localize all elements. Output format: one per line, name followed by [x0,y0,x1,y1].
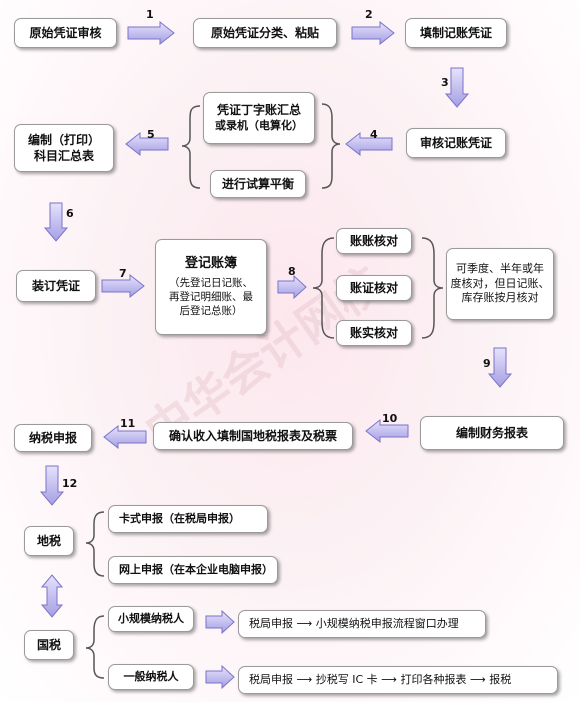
note-line-2: 度核对，但日记账、 [450,276,550,290]
compile-summary-line-1: 编制（打印） [27,132,100,147]
brace-national-icon [85,615,105,679]
step-number-5: 5 [147,128,155,141]
brace-right-icon [321,103,341,189]
confirm-income-box: 确认收入填制国地税报表及税票 [153,422,353,450]
small-taxpayer-flow-box: 税局申报 ⟶ 小规模纳税申报流程窗口办理 [238,610,486,638]
check-vouchers-box: 账证核对 [336,275,412,301]
brace-check-right-icon [421,237,444,339]
step-number-4: 4 [370,128,378,141]
note-line-1: 可季度、半年或年 [456,261,544,275]
step-number-2: 2 [365,8,373,21]
arrow-10-icon [365,418,409,444]
step-number-3: 3 [441,76,449,89]
register-title: 登记账簿 [184,256,237,272]
arrow-2-icon [351,20,395,46]
arrow-small-icon [205,609,235,635]
review-voucher-box: 审核记账凭证 [406,128,506,158]
step-number-7: 7 [119,267,127,280]
t-account-line-2: 或录机（电算化） [215,118,303,132]
arrow-general-icon [205,664,235,690]
register-line-1: （先登记日记账、 [169,277,253,290]
tax-filing-box: 纳税申报 [14,424,92,452]
compile-summary-box: 编制（打印） 科目汇总表 [14,124,114,172]
check-assets-box: 账实核对 [336,320,412,346]
general-taxpayer-flow-box: 税局申报 ⟶ 抄税写 IC 卡 ⟶ 打印各种报表 ⟶ 报税 [238,666,558,694]
local-tax-box: 地税 [24,526,74,556]
compile-summary-line-2: 科目汇总表 [33,149,94,163]
register-line-2: 再登记明细账、最 [169,291,253,304]
step-number-9: 9 [483,357,491,370]
check-books-box: 账账核对 [336,228,412,254]
arrow-12-icon [39,465,65,506]
general-taxpayer-box: 一般纳税人 [108,664,194,690]
online-filing-box: 网上申报（在本企业电脑申报） [108,556,278,584]
step-number-10: 10 [382,412,398,425]
step-number-8: 8 [288,265,296,278]
t-account-line-1: 凭证丁字账汇总 [216,103,301,118]
step-number-12: 12 [62,477,78,490]
voucher-sort-paste-box: 原始凭证分类、粘贴 [193,18,337,48]
brace-local-icon [85,511,105,577]
arrow-8-icon [277,274,307,300]
arrow-3-icon [444,67,470,108]
register-line-3: 后登记总账） [179,305,243,318]
arrow-6-icon [43,202,69,242]
card-filing-box: 卡式申报（在税局申报） [108,505,268,533]
compile-reports-box: 编制财务报表 [420,416,564,450]
step-number-6: 6 [66,207,74,220]
check-frequency-note-box: 可季度、半年或年 度核对，但日记账、 库存账按月核对 [446,248,554,320]
arrow-7-icon [101,273,145,299]
arrow-1-icon [127,20,175,46]
register-books-box: 登记账簿 （先登记日记账、 再登记明细账、最 后登记总账） [155,239,267,335]
step-number-11: 11 [120,417,136,430]
original-voucher-review-box: 原始凭证审核 [14,18,117,48]
brace-left-icon [181,105,201,189]
note-line-3: 库存账按月核对 [461,291,539,305]
fill-voucher-box: 填制记账凭证 [405,18,507,48]
arrow-11-icon [103,424,147,450]
bind-vouchers-box: 装订凭证 [16,270,96,302]
trial-balance-box: 进行试算平衡 [210,170,306,198]
t-account-summary-box: 凭证丁字账汇总 或录机（电算化） [203,92,315,144]
arrow-9-icon [487,347,513,388]
brace-check-left-icon [312,237,335,339]
step-number-1: 1 [146,8,154,21]
arrow-4-icon [345,131,393,157]
national-tax-box: 国税 [24,630,74,660]
small-taxpayer-box: 小规模纳税人 [108,606,194,632]
arrow-5-icon [125,131,169,157]
double-arrow-icon [40,574,64,618]
